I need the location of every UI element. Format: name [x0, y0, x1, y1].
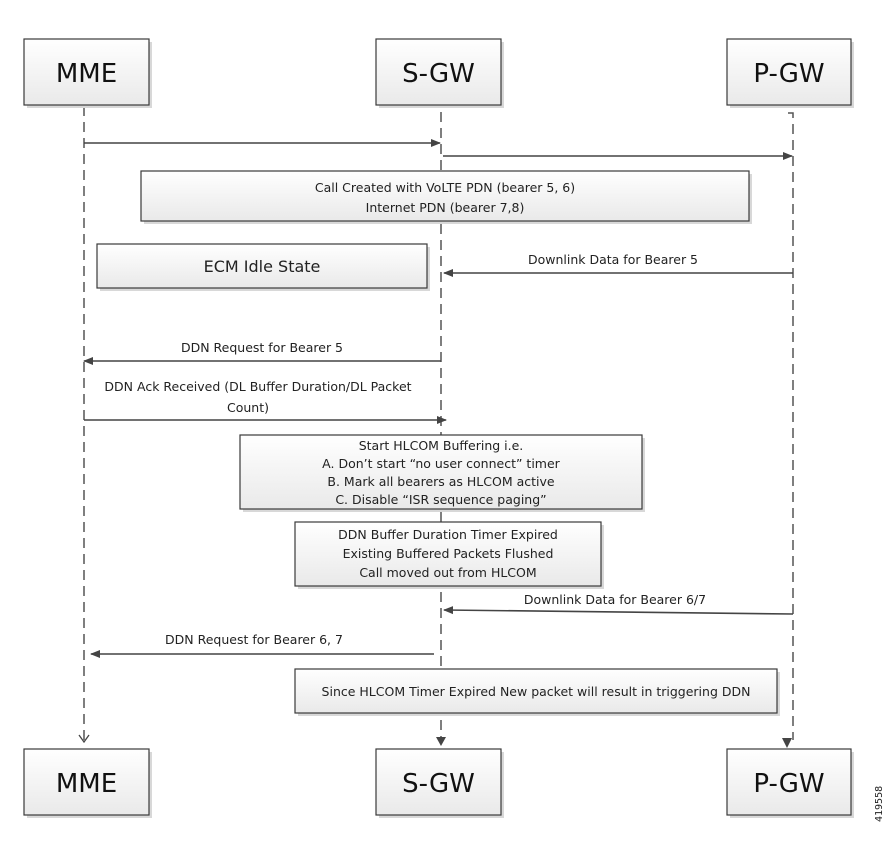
participant-sgw-top: S-GW	[375, 38, 504, 108]
participant-label: S-GW	[402, 59, 475, 89]
lifeline-pgw	[788, 112, 794, 740]
message-label: DDN Request for Bearer 5	[181, 340, 343, 355]
note-line: Start HLCOM Buffering i.e.	[359, 438, 524, 453]
participant-label: P-GW	[753, 769, 824, 799]
note-line: Existing Buffered Packets Flushed	[343, 546, 554, 561]
message-label: Downlink Data for Bearer 6/7	[524, 592, 706, 607]
note-line: Since HLCOM Timer Expired New packet wil…	[322, 684, 751, 699]
note-line: A. Don’t start “no user connect” timer	[322, 456, 561, 471]
note-call-created: Call Created with VoLTE PDN (bearer 5, 6…	[140, 170, 752, 224]
note-line: Call moved out from HLCOM	[359, 565, 536, 580]
participant-sgw-bottom: S-GW	[375, 748, 504, 818]
note-line: Internet PDN (bearer 7,8)	[366, 200, 525, 215]
message-label: DDN Ack Received (DL Buffer Duration/DL …	[104, 379, 411, 394]
lifeline-end-arrow-mme	[78, 734, 90, 744]
participant-pgw-bottom: P-GW	[726, 748, 854, 818]
message-label: Downlink Data for Bearer 5	[528, 252, 698, 267]
message-label: Count)	[227, 400, 269, 415]
participant-mme-top: MME	[23, 38, 152, 108]
participant-mme-bottom: MME	[23, 748, 152, 818]
message-label: DDN Request for Bearer 6, 7	[165, 632, 343, 647]
participant-label: MME	[56, 769, 117, 799]
note-ecm-idle: ECM Idle State	[96, 243, 430, 291]
note-ddn-timer-expired: DDN Buffer Duration Timer Expired Existi…	[294, 521, 604, 589]
note-hlcom-timer-expired: Since HLCOM Timer Expired New packet wil…	[294, 668, 780, 716]
lifeline-end-arrow-sgw	[436, 737, 446, 746]
figure-id: 419558	[874, 786, 885, 822]
message-arrow-pgw-to-sgw	[443, 606, 794, 615]
note-line: B. Mark all bearers as HLCOM active	[327, 474, 555, 489]
participant-pgw-top: P-GW	[726, 38, 854, 108]
note-start-hlcom: Start HLCOM Buffering i.e. A. Don’t star…	[239, 434, 645, 512]
note-line: Call Created with VoLTE PDN (bearer 5, 6…	[315, 180, 575, 195]
note-line: ECM Idle State	[204, 257, 321, 276]
participant-label: P-GW	[753, 59, 824, 89]
participant-label: S-GW	[402, 769, 475, 799]
note-line: C. Disable “ISR sequence paging”	[335, 492, 546, 507]
participant-label: MME	[56, 59, 117, 89]
lifeline-end-arrow-pgw	[782, 738, 792, 748]
note-line: DDN Buffer Duration Timer Expired	[338, 527, 558, 542]
